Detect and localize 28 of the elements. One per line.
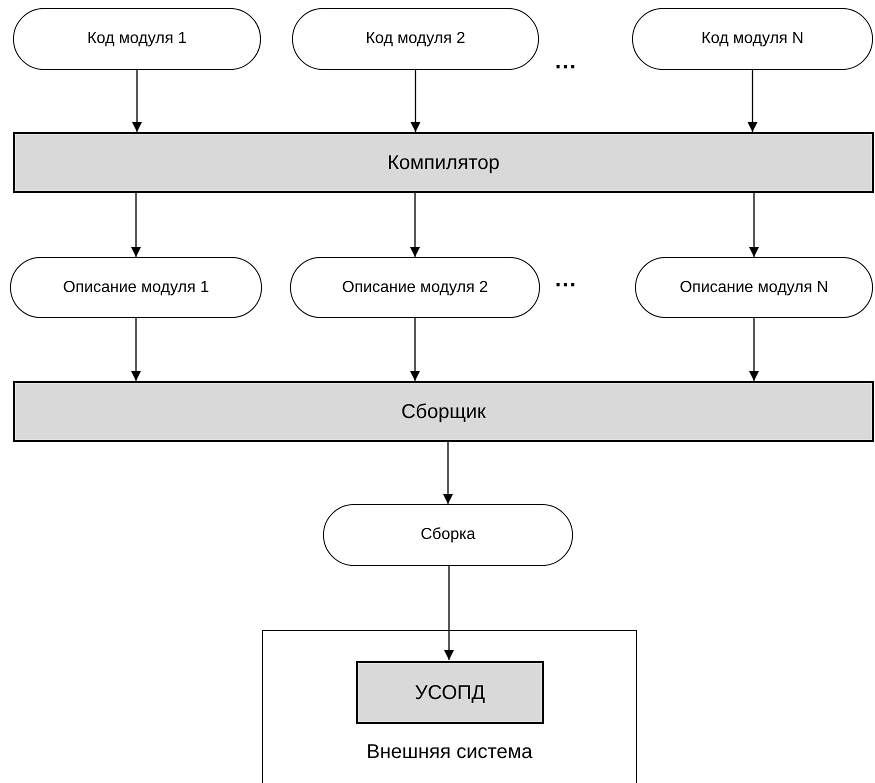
node-label: Код модуля N [701,29,804,49]
node-label: Описание модуля 2 [342,278,488,298]
arrow [131,318,141,381]
node-label: Сборка [420,525,476,545]
arrow [443,442,453,504]
arrow [132,70,142,132]
arrow [749,193,759,257]
process-bar [13,381,874,442]
arrow [444,566,454,660]
node-label: Внешняя система [366,740,532,765]
system-frame [262,630,637,783]
ellipsis-label: ··· [555,274,577,296]
node-label: Сборщик [401,400,486,424]
arrow [410,193,420,257]
node-label: Описание модуля 1 [63,278,209,298]
ellipsis-label: ··· [555,56,577,78]
node-label: Код модуля 1 [87,29,187,49]
process-bar [13,132,874,193]
arrow [410,318,420,381]
node-label: Код модуля 2 [366,29,466,49]
node-label: Компилятор [387,150,500,176]
arrow [748,70,758,132]
process-box [356,661,544,724]
arrow [410,70,420,132]
node-label: Описание модуля N [680,278,828,298]
node-label: УСОПД [414,680,486,706]
arrow [131,193,141,257]
arrow [749,318,759,381]
